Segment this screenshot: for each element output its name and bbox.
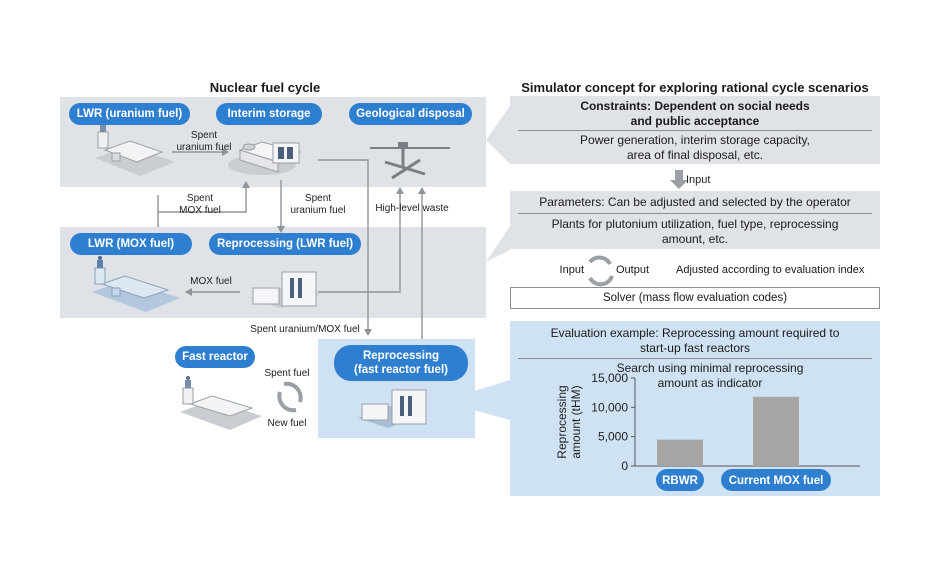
reprocessing-fast-icon: [358, 389, 427, 428]
constraints-body-line1: Power generation, interim storage capaci…: [580, 133, 810, 147]
label-spent-mox-b: MOX fuel: [179, 205, 221, 216]
fast-reactor-plant-icon: [180, 376, 262, 430]
parameters-body-line2: amount, etc.: [661, 232, 729, 246]
constraints-body: Power generation, interim storage capaci…: [510, 133, 880, 163]
pill-reprocessing-fast-line1: Reprocessing: [362, 350, 440, 362]
pill-reprocessing-lwr: Reprocessing (LWR fuel): [209, 233, 361, 255]
chart-category-pill: [656, 469, 704, 491]
evaluation-divider: [518, 358, 872, 359]
label-spent-uranium-2a: Spent: [304, 193, 332, 204]
chart-y-tick-label: 10,000: [591, 400, 628, 414]
pill-geological-disposal: Geological disposal: [349, 103, 472, 125]
evaluation-sub-line2: amount as indicator: [657, 376, 763, 390]
loop-output-label: Output: [616, 264, 650, 276]
fast-reactor-cycle-icon: [277, 381, 303, 413]
lwr-uranium-plant-icon: [95, 120, 175, 176]
evaluation-heading-line2: start-up fast reactors: [639, 341, 751, 355]
left-title: Nuclear fuel cycle: [209, 80, 321, 95]
label-spent-uranium-2b: uranium fuel: [290, 205, 346, 216]
chart-bar: [657, 439, 703, 466]
chart-category-pill: [721, 469, 831, 491]
pill-lwr-uranium: LWR (uranium fuel): [69, 103, 190, 125]
label-spent-uranium-1: Spent uranium fuel: [168, 130, 240, 154]
loop-note: Adjusted according to evaluation index: [676, 264, 865, 276]
geological-disposal-icon: [370, 142, 450, 180]
chart-category-label: RBWR: [662, 475, 698, 487]
constraints-divider: [518, 130, 872, 131]
chart-y-label: Reprocessingamount (tHM): [555, 385, 583, 458]
pill-reprocessing-fast-line2: (fast reactor fuel): [354, 364, 448, 376]
chart-category-label: Current MOX fuel: [729, 475, 824, 487]
pill-reprocessing-fast: Reprocessing (fast reactor fuel): [334, 345, 468, 381]
input-arrow-label: Input: [686, 174, 711, 186]
label-spent-mox-a: Spent: [186, 193, 214, 204]
right-title: Simulator concept for exploring rational…: [521, 80, 869, 95]
chart-bar: [753, 396, 799, 466]
parameters-body: Plants for plutonium utilization, fuel t…: [510, 217, 880, 247]
label-spent-uranium-2: Spent uranium fuel: [282, 193, 354, 217]
label-mox-fuel: MOX fuel: [190, 276, 232, 287]
lwr-mox-plant-icon: [92, 256, 180, 312]
parameters-body-line1: Plants for plutonium utilization, fuel t…: [551, 217, 839, 231]
pill-interim-storage: Interim storage: [216, 103, 322, 125]
input-output-loop-icon: [588, 255, 614, 287]
interim-storage-icon: [228, 141, 302, 175]
label-spent-fuel: Spent fuel: [264, 368, 310, 379]
label-high-level-waste: High-level waste: [375, 203, 449, 214]
constraints-body-line2: area of final disposal, etc.: [626, 148, 764, 162]
parameters-box: [510, 191, 880, 249]
label-spent-uranium-1b: uranium fuel: [176, 142, 232, 153]
chart-y-tick-label: 15,000: [591, 371, 628, 385]
evaluation-heading: Evaluation example: Reprocessing amount …: [510, 326, 880, 356]
label-spent-mox: Spent MOX fuel: [170, 193, 230, 217]
loop-input-label: Input: [559, 264, 584, 276]
label-spent-uranium-1a: Spent: [190, 130, 218, 141]
constraints-heading-line2: and public acceptance: [630, 114, 760, 128]
chart-y-tick-label: 5,000: [598, 430, 628, 444]
label-spent-uranium-mox: Spent uranium/MOX fuel: [250, 324, 360, 335]
pill-fast-reactor: Fast reactor: [175, 346, 255, 368]
parameters-divider: [518, 213, 872, 214]
evaluation-sub-line1: Search using minimal reprocessing: [616, 361, 804, 375]
reprocessing-lwr-icon: [250, 271, 320, 308]
label-new-fuel: New fuel: [267, 418, 307, 429]
evaluation-panel: [510, 321, 880, 496]
solver-box: Solver (mass flow evaluation codes): [510, 287, 880, 309]
parameters-heading: Parameters: Can be adjusted and selected…: [539, 195, 851, 209]
constraints-heading-line1: Constraints: Dependent on social needs: [580, 99, 810, 113]
chart-y-tick-label: 0: [621, 459, 628, 473]
evaluation-sub: Search using minimal reprocessing amount…: [560, 361, 860, 391]
evaluation-heading-line1: Evaluation example: Reprocessing amount …: [550, 326, 840, 340]
constraints-heading: Constraints: Dependent on social needs a…: [510, 99, 880, 129]
pill-lwr-mox: LWR (MOX fuel): [70, 233, 192, 255]
